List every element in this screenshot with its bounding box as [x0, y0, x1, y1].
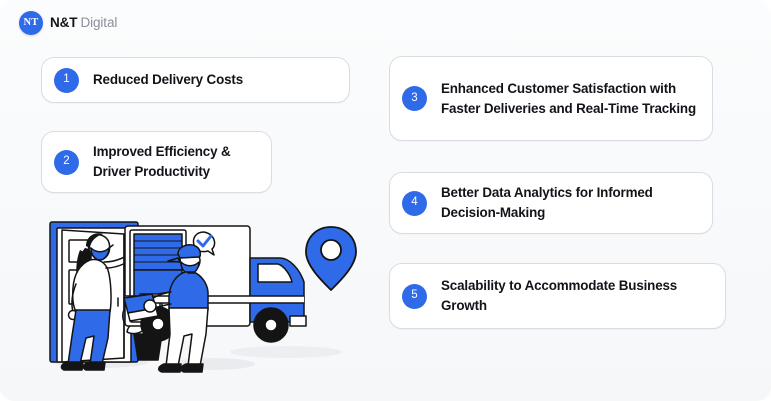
brand-monogram-icon: NT	[19, 11, 43, 35]
benefit-number-badge: 2	[54, 149, 79, 175]
benefit-card-label: Improved Efficiency & Driver Productivit…	[93, 144, 231, 179]
customer-woman	[60, 233, 146, 371]
benefit-card-3[interactable]: 3 Enhanced Customer Satisfaction with Fa…	[389, 56, 713, 141]
benefit-card-2[interactable]: 2 Improved Efficiency & Driver Productiv…	[41, 131, 272, 193]
location-pin-icon	[305, 226, 357, 291]
benefit-number-badge: 3	[402, 86, 427, 111]
delivery-truck	[124, 225, 307, 343]
benefit-card-label: Enhanced Customer Satisfaction with Fast…	[441, 80, 696, 116]
brand-subtitle: Digital	[80, 15, 118, 30]
benefit-card-label: Better Data Analytics for Informed Decis…	[441, 185, 653, 220]
benefit-number-badge: 5	[402, 283, 427, 309]
delivery-courier	[123, 244, 209, 373]
benefit-card-label: Reduced Delivery Costs	[93, 72, 244, 88]
benefit-number-badge: 4	[402, 190, 427, 216]
benefit-number-badge: 1	[54, 67, 79, 93]
benefit-card-1[interactable]: 1 Reduced Delivery Costs	[41, 57, 350, 103]
benefit-card-5[interactable]: 5 Scalability to Accommodate Business Gr…	[389, 263, 726, 329]
brand-monogram-text: NT	[23, 16, 39, 28]
benefit-card-label: Scalability to Accommodate Business Grow…	[441, 278, 678, 313]
benefit-card-4[interactable]: 4 Better Data Analytics for Informed Dec…	[389, 172, 713, 234]
brand-name: N&T	[50, 15, 78, 30]
delivery-scene-illustration	[28, 212, 368, 384]
